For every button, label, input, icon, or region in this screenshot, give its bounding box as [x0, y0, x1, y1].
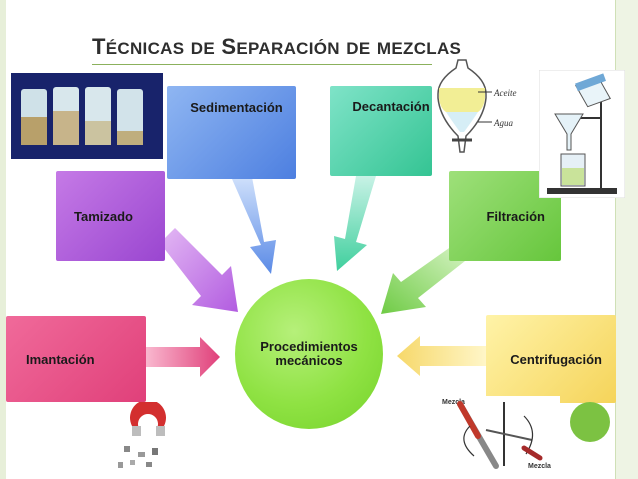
slide-title: TÉCNICAS DE SEPARACIÓN DE MEZCLAS: [92, 34, 462, 59]
decorative-green-dot: [570, 402, 610, 442]
arrow-sedimentacion: [232, 177, 276, 274]
filtration-apparatus-image: [539, 70, 625, 198]
centrifuge-diagram-image: Mezcla Mezcla: [440, 396, 560, 472]
right-frame-line: [615, 0, 616, 479]
center-label-line1: Procedimientos: [260, 339, 358, 354]
arrow-decantacion: [334, 176, 376, 271]
arrow-tamizado: [160, 228, 238, 312]
funnel-label-agua: Agua: [493, 118, 513, 128]
technique-imantacion: Imantación: [6, 316, 146, 402]
technique-label: Sedimentación: [190, 100, 283, 115]
technique-label: Tamizado: [74, 208, 133, 224]
technique-label: Filtración: [486, 208, 545, 224]
center-label-line2: mecánicos: [275, 353, 343, 368]
technique-sedimentacion: Sedimentación: [167, 86, 296, 179]
technique-tamizado: Tamizado: [56, 171, 165, 261]
sedimentation-jars-image: [11, 73, 163, 159]
center-circle: Procedimientos mecánicos: [235, 279, 383, 429]
technique-centrifugacion: Centrifugación: [486, 315, 616, 403]
centrifuge-label-top: Mezcla: [442, 399, 465, 406]
title-underline: [92, 64, 492, 65]
technique-label: Centrifugación: [510, 351, 602, 367]
arrow-centrifugacion: [397, 336, 486, 376]
funnel-label-aceite: Aceite: [493, 88, 516, 98]
technique-decantacion: Decantación: [330, 86, 432, 176]
left-frame: [0, 0, 6, 479]
separatory-funnel-image: Aceite Agua: [432, 58, 532, 154]
magnet-image: [118, 402, 166, 468]
technique-label: Imantación: [26, 351, 95, 367]
technique-label: Decantación: [352, 98, 430, 114]
arrow-imantacion: [146, 337, 220, 377]
arrow-filtracion: [381, 246, 465, 314]
centrifuge-label-bottom: Mezcla: [528, 463, 551, 470]
